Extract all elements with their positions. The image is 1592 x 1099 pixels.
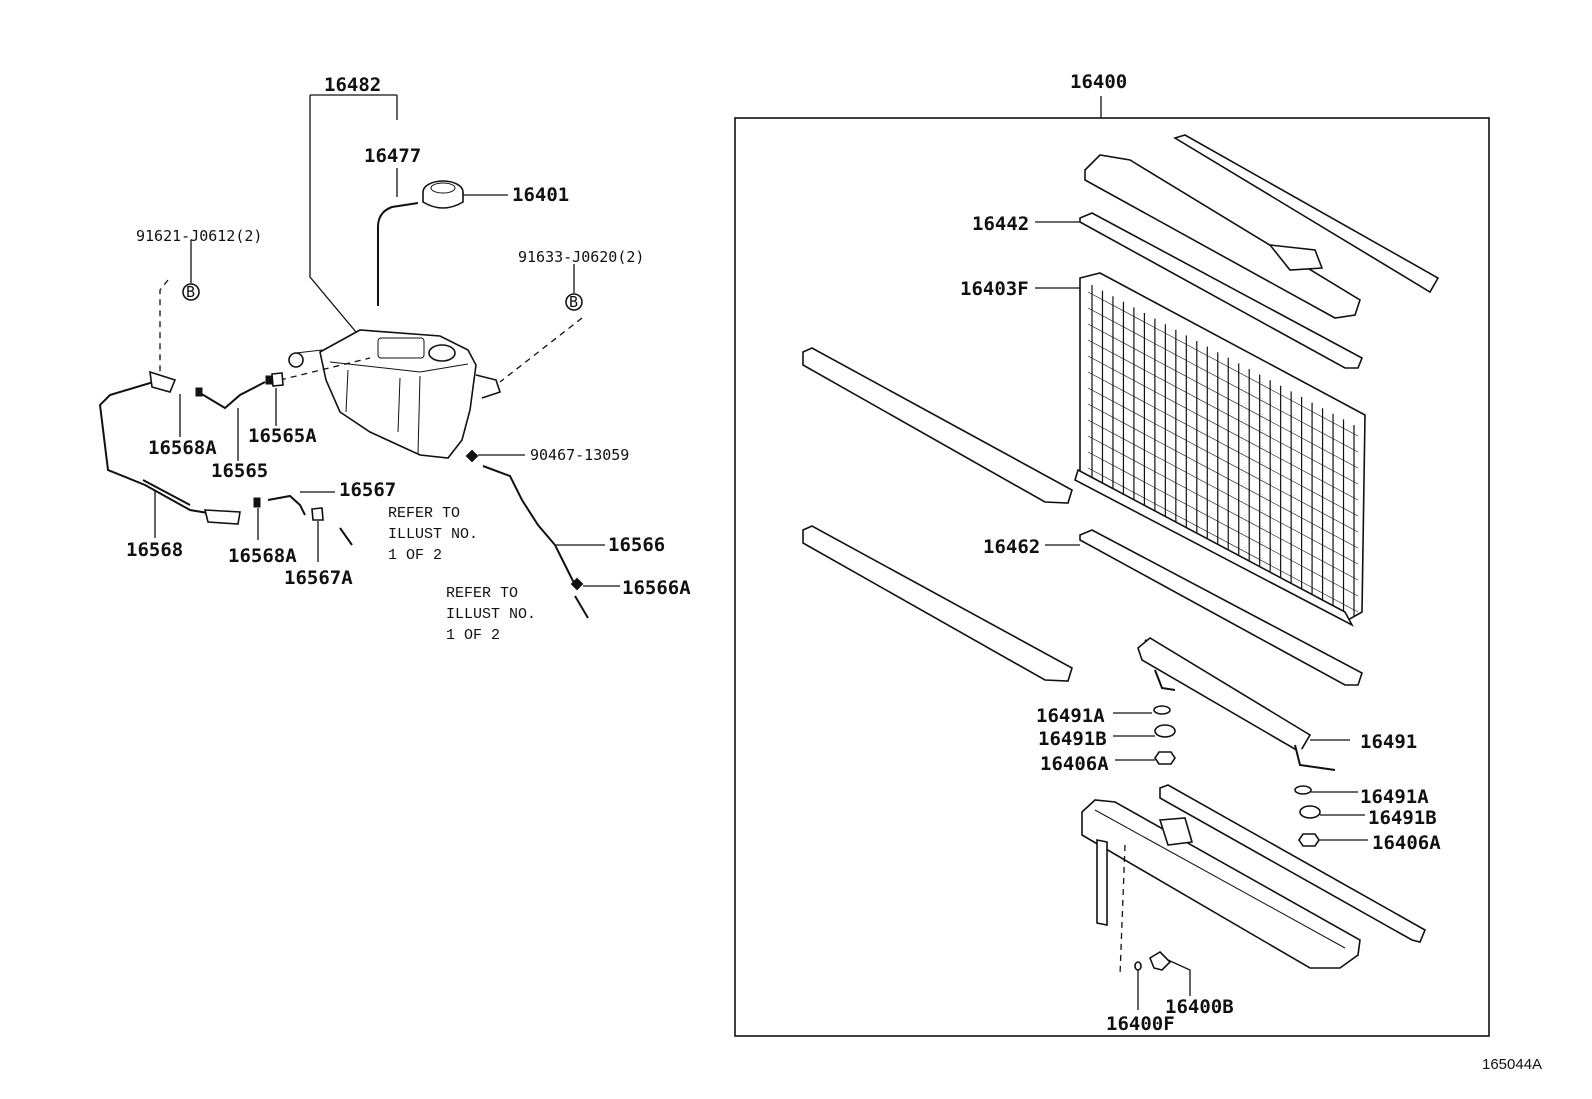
overflow-hose xyxy=(377,202,419,306)
core-tube xyxy=(1087,339,1359,485)
label-16477: 16477 xyxy=(364,145,421,167)
label-16567A: 16567A xyxy=(284,567,353,589)
core-tube xyxy=(1087,403,1359,549)
lower-tank xyxy=(1081,799,1361,969)
radiator-assembly: 16400 16442 16403F 16462 164 xyxy=(734,71,1490,1037)
radiator-assembly-frame xyxy=(734,117,1490,1037)
core-tube xyxy=(1087,467,1359,613)
label-16491: 16491 xyxy=(1360,731,1417,753)
svg-text:REFER TO: REFER TO xyxy=(446,585,518,602)
refer-note-2: REFER TO ILLUST NO. 1 OF 2 xyxy=(446,585,536,644)
svg-text:ILLUST NO.: ILLUST NO. xyxy=(446,606,536,623)
label-16491B-right: 16491B xyxy=(1368,807,1437,829)
bolt-marker-left: B xyxy=(182,283,200,301)
core-tube xyxy=(1087,323,1359,469)
label-16400B: 16400B xyxy=(1165,996,1234,1018)
seal-strip-lower-left xyxy=(802,525,1073,682)
label-16462: 16462 xyxy=(983,536,1040,558)
label-16406A-right: 16406A xyxy=(1372,832,1441,854)
core-tube xyxy=(1087,451,1359,597)
seal-strip-lower-right xyxy=(1159,784,1427,943)
label-16403F: 16403F xyxy=(960,278,1029,300)
label-16565A: 16565A xyxy=(248,425,317,447)
label-91633-J0620: 91633-J0620(2) xyxy=(518,248,644,266)
core-tube xyxy=(1087,435,1359,581)
refer-note-1: REFER TO ILLUST NO. 1 OF 2 xyxy=(388,505,478,564)
label-16566: 16566 xyxy=(608,534,665,556)
core-tube xyxy=(1087,291,1359,437)
pipe-16568 xyxy=(98,379,233,518)
seal-strip-upper-left xyxy=(802,347,1073,504)
core-tube xyxy=(1087,307,1359,453)
hose-16567 xyxy=(267,494,306,516)
radiator-core xyxy=(1074,272,1366,627)
core-tube xyxy=(1087,371,1359,517)
label-91621-J0612: 91621-J0612(2) xyxy=(136,227,262,245)
label-16565: 16565 xyxy=(211,460,268,482)
bolt-marker-right: B xyxy=(565,293,583,311)
label-16400F: 16400F xyxy=(1106,1013,1175,1035)
reserve-tank-cap xyxy=(422,180,464,209)
svg-text:REFER TO: REFER TO xyxy=(388,505,460,522)
reserve-tank-assembly: 16482 16477 16401 B 9162 xyxy=(98,74,691,644)
label-16491A-right: 16491A xyxy=(1360,786,1429,808)
hose-16565 xyxy=(199,381,266,410)
svg-text:B: B xyxy=(569,293,578,311)
core-tube xyxy=(1087,419,1359,565)
svg-text:B: B xyxy=(186,283,195,301)
label-16567: 16567 xyxy=(339,479,396,501)
core-tube xyxy=(1087,355,1359,501)
core-tube xyxy=(1087,387,1359,533)
label-16491A-left: 16491A xyxy=(1036,705,1105,727)
gasket-16462 xyxy=(1079,529,1363,686)
svg-text:ILLUST NO.: ILLUST NO. xyxy=(388,526,478,543)
upper-tank xyxy=(1084,154,1361,319)
label-16482: 16482 xyxy=(324,74,381,96)
illustration-id: 165044A xyxy=(1482,1056,1542,1073)
reserve-tank xyxy=(288,329,502,459)
label-16442: 16442 xyxy=(972,213,1029,235)
label-16491B-left: 16491B xyxy=(1038,728,1107,750)
label-16566A: 16566A xyxy=(622,577,691,599)
svg-text:1 OF 2: 1 OF 2 xyxy=(446,627,500,644)
label-16401: 16401 xyxy=(512,184,569,206)
svg-text:1 OF 2: 1 OF 2 xyxy=(388,547,442,564)
label-16568: 16568 xyxy=(126,539,183,561)
label-90467-13059: 90467-13059 xyxy=(530,446,629,464)
label-16568A-bottom: 16568A xyxy=(228,545,297,567)
label-16568A-top: 16568A xyxy=(148,437,217,459)
label-16406A-left: 16406A xyxy=(1040,753,1109,775)
label-16400: 16400 xyxy=(1070,71,1127,93)
hose-16566 xyxy=(482,465,576,586)
